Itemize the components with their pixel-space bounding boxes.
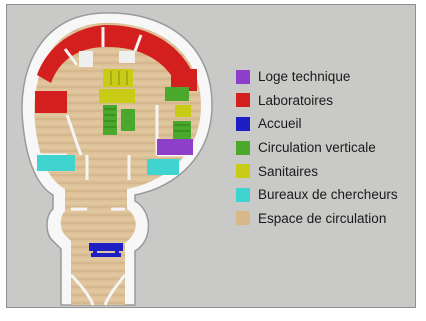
legend-label: Accueil: [258, 116, 302, 132]
legend-item-laboratoires: Laboratoires: [236, 89, 398, 113]
vertical-circulation-zone: [103, 87, 191, 139]
legend-item-bureaux-chercheurs: Bureaux de chercheurs: [236, 183, 398, 207]
legend-item-circulation-verticale: Circulation verticale: [236, 136, 398, 160]
legend: Loge technique Laboratoires Accueil Circ…: [236, 65, 398, 230]
bureaux-chercheurs-zone: [37, 155, 179, 175]
diagram-frame: Loge technique Laboratoires Accueil Circ…: [6, 4, 416, 308]
circulation-space: [34, 22, 202, 305]
legend-item-accueil: Accueil: [236, 112, 398, 136]
red-square-icon: [236, 93, 250, 108]
floor-plan: [21, 12, 213, 306]
legend-item-loge-technique: Loge technique: [236, 65, 398, 89]
legend-item-espace-circulation: Espace de circulation: [236, 207, 398, 231]
legend-label: Circulation verticale: [258, 140, 376, 156]
purple-square-icon: [236, 69, 250, 84]
blue-square-icon: [236, 116, 250, 131]
legend-label: Espace de circulation: [258, 210, 387, 226]
tan-square-icon: [236, 211, 250, 226]
legend-label: Loge technique: [258, 69, 351, 85]
legend-item-sanitaires: Sanitaires: [236, 159, 398, 183]
loge-technique-zone: [157, 139, 193, 155]
green-square-icon: [236, 140, 250, 155]
legend-label: Sanitaires: [258, 163, 319, 179]
legend-label: Laboratoires: [258, 92, 334, 108]
sanitaires-zone: [99, 69, 191, 117]
accueil-zone: [89, 243, 123, 257]
legend-label: Bureaux de chercheurs: [258, 187, 398, 203]
cyan-square-icon: [236, 187, 250, 202]
laboratories-zone: [35, 25, 197, 113]
yellow-square-icon: [236, 164, 250, 179]
neck-walls: [69, 207, 127, 306]
